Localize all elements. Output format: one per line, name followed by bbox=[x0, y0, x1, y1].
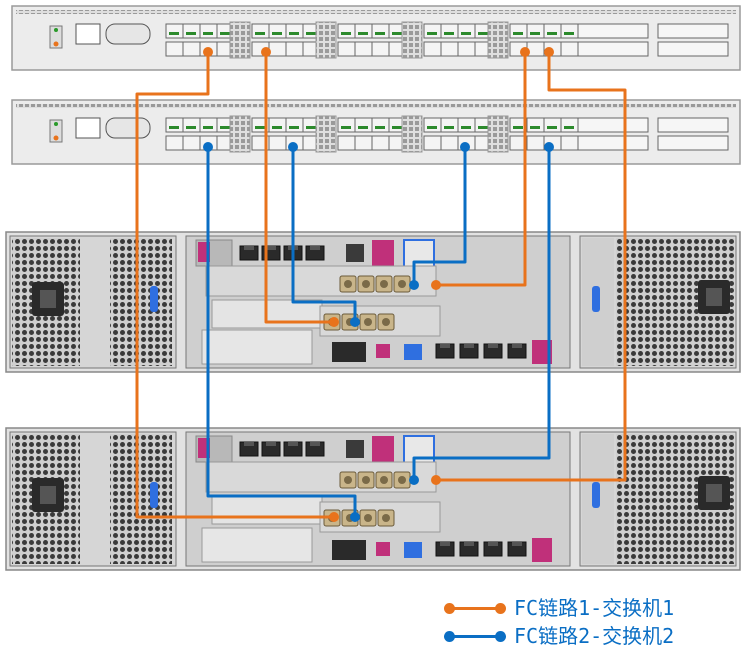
legend-item-link-2: FC链路2-交换机2 bbox=[444, 624, 674, 648]
switch-1-mgmt-port-icon bbox=[76, 24, 100, 44]
legend-swatch-blue-icon bbox=[444, 630, 506, 642]
storage-enclosure-2 bbox=[6, 428, 740, 570]
switch-2-console-port-icon bbox=[106, 118, 150, 138]
fc-switch-1 bbox=[12, 6, 740, 70]
switch-1-console-port-icon bbox=[106, 24, 150, 44]
psu-latch-icon bbox=[150, 286, 158, 312]
legend-swatch-orange-icon bbox=[444, 602, 506, 614]
psu-latch-icon bbox=[150, 482, 158, 508]
legend-item-link-1: FC链路1-交换机1 bbox=[444, 596, 674, 620]
fc-switch-2 bbox=[12, 100, 740, 164]
switch-2-mgmt-port-icon bbox=[76, 118, 100, 138]
legend-label-link-2: FC链路2-交换机2 bbox=[514, 624, 674, 648]
storage-enclosure-1 bbox=[6, 232, 740, 372]
legend-label-link-1: FC链路1-交换机1 bbox=[514, 596, 674, 620]
